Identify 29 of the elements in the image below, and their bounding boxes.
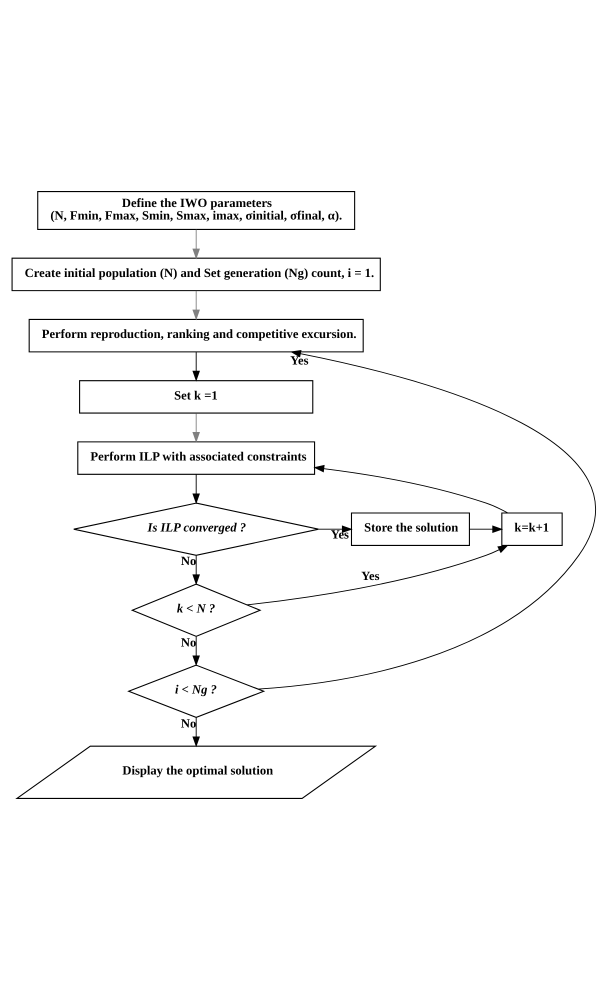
arrow [192, 473, 200, 504]
edge-label: Yes [361, 568, 380, 583]
edge-label: No [180, 554, 196, 568]
arrow [192, 228, 200, 259]
edge-label: Yes [290, 352, 309, 367]
arrow [192, 554, 200, 585]
arrow [192, 716, 200, 747]
arrow [192, 290, 200, 320]
arrow [258, 349, 596, 690]
arrow [192, 351, 200, 382]
edge-label: Yes [330, 526, 349, 541]
arrow [192, 636, 200, 666]
node-box: Perform ILP with associated constraints [77, 440, 316, 474]
node-box: Create initial population (N) and Set generation (Ng) count, i = 1. [12, 257, 381, 291]
node-box: Define the IWO parameters (N, Fmin, Fmax, Smin, Smax, imax, σinitial, σfinal, α). [37, 190, 356, 230]
node-box: k=k+1 [501, 512, 563, 546]
node-box: Store the solution [350, 512, 470, 546]
arrow [469, 524, 504, 532]
node-box: Set k =1 [79, 380, 314, 414]
arrow [192, 412, 200, 442]
arrow [246, 544, 509, 605]
arrow [318, 524, 353, 532]
edge-label: No [180, 716, 196, 730]
node-diamond: k < N ? [130, 583, 262, 636]
node-diamond: i < Ng ? [127, 664, 266, 718]
node-diamond: Is ILP converged ? [73, 502, 320, 556]
edge-label: No [180, 634, 196, 649]
arrow [313, 464, 508, 513]
node-box: Perform reproduction, ranking and competitive excursion. [28, 318, 364, 352]
